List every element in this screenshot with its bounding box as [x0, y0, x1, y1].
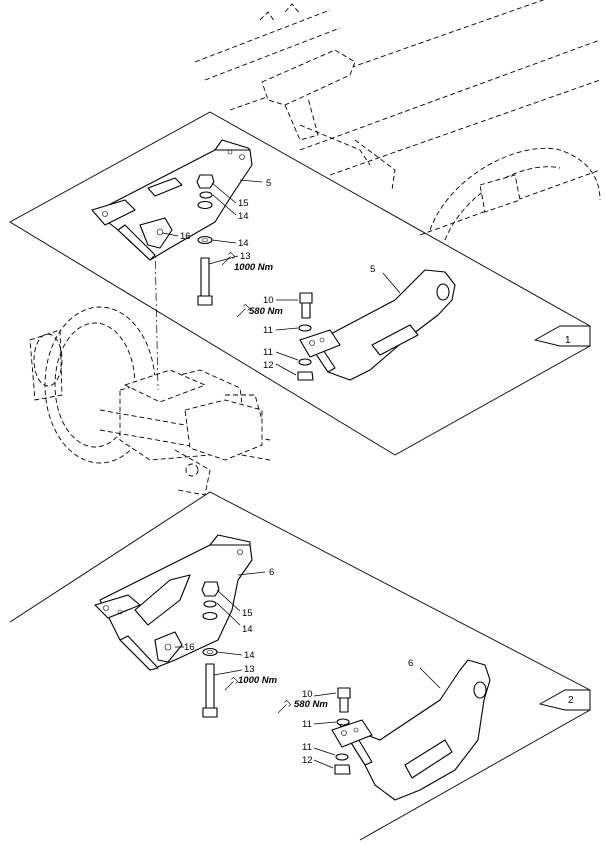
torque-bolt-10: 580 Nm [294, 699, 328, 710]
torque-bolt-13: 1000 Nm [234, 262, 274, 273]
callout-12: 12 [302, 755, 313, 766]
frame-outline-background [194, 0, 601, 241]
bolt-13-panel-1 [197, 257, 213, 306]
callout-16: 16 [180, 231, 191, 242]
wrench-icon [224, 676, 239, 691]
callout-11-lower: 11 [302, 742, 312, 753]
callout-5-left: 5 [266, 178, 271, 189]
callout-14-upper: 14 [242, 624, 253, 635]
bolt-10-panel-2 [337, 687, 351, 713]
washer-11-lower-panel-1 [298, 358, 312, 366]
callout-14-lower: 14 [238, 238, 249, 249]
callout-13: 13 [240, 251, 251, 262]
washer-11-upper-panel-2 [336, 718, 350, 726]
wrench-icon [236, 303, 251, 318]
axle-outline-background [29, 306, 271, 496]
panel-number-box-1 [533, 325, 591, 347]
panel-number-1: 1 [565, 335, 571, 346]
bolt-13-panel-2 [202, 663, 218, 718]
callout-16: 16 [184, 642, 195, 653]
panel-2: 6 15 14 16 14 13 6 10 11 11 12 1000 Nm 5… [94, 534, 491, 801]
bracket-6-left [94, 534, 253, 671]
bracket-6-right [331, 659, 491, 801]
bracket-5-right [299, 269, 456, 381]
wrench-icon [277, 699, 292, 714]
nut-stack-upper-1 [196, 174, 215, 245]
nut-12-panel-1 [297, 371, 314, 381]
callout-6-right: 6 [408, 658, 413, 669]
washer-11-upper-panel-1 [298, 324, 312, 332]
nut-stack-upper-2 [201, 581, 220, 657]
torque-bolt-10: 580 Nm [249, 306, 283, 317]
callout-11-lower: 11 [263, 347, 273, 358]
nut-12-panel-2 [334, 764, 351, 775]
panel-number-2: 2 [568, 695, 574, 706]
panel-number-box-2 [538, 689, 591, 711]
callout-13: 13 [244, 664, 255, 675]
callout-14-upper: 14 [238, 211, 249, 222]
callout-5-right: 5 [370, 264, 375, 275]
panel-frame-2 [9, 491, 591, 841]
callout-11-upper: 11 [263, 325, 273, 336]
bolt-10-panel-1 [299, 292, 313, 319]
wrench-icon [221, 251, 236, 266]
panel-1: 5 15 14 16 14 13 5 10 11 11 12 1000 Nm 5… [91, 139, 456, 381]
centre-line-1 [154, 244, 159, 391]
callout-10: 10 [263, 295, 274, 306]
callout-14-lower: 14 [244, 650, 255, 661]
torque-bolt-13: 1000 Nm [238, 675, 278, 686]
callout-12: 12 [263, 360, 274, 371]
callout-15: 15 [242, 608, 253, 619]
washer-11-lower-panel-2 [335, 753, 349, 761]
callout-6-left: 6 [269, 567, 274, 578]
callout-15: 15 [238, 198, 249, 209]
callout-11-upper: 11 [302, 719, 312, 730]
callout-10: 10 [302, 689, 313, 700]
